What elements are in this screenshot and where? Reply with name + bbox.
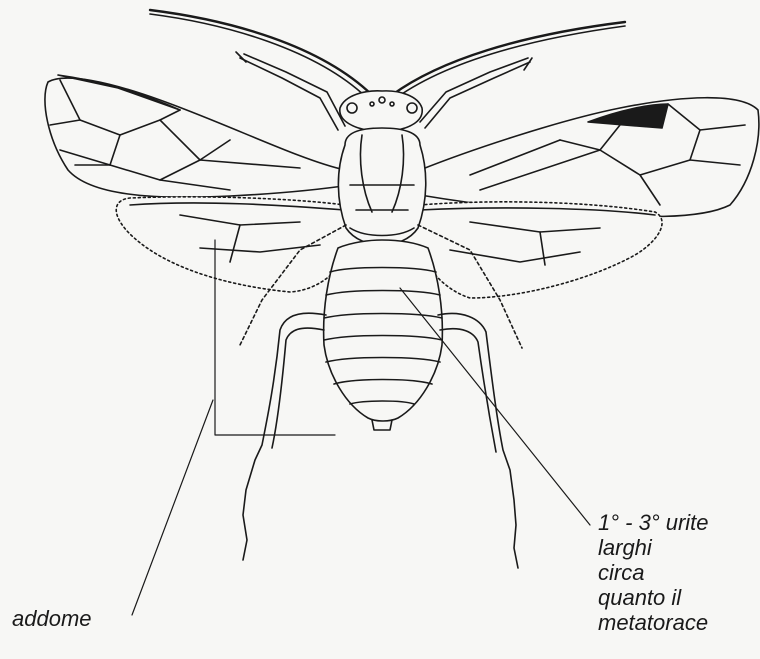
foreleg-left (240, 58, 338, 130)
hindwing-left (116, 197, 350, 292)
antenna-right-inner (396, 26, 625, 98)
forewing-left (45, 78, 350, 197)
addome-label: addome (12, 606, 92, 631)
hindwing-right (420, 202, 662, 298)
urite-line: larghi (598, 535, 709, 560)
thorax (338, 128, 425, 245)
urite-line: quanto il (598, 585, 709, 610)
urite-line: 1° - 3° urite (598, 510, 709, 535)
antenna-left-inner (150, 14, 366, 97)
urite-line: metatorace (598, 610, 709, 635)
urite-annotation: 1° - 3° urite larghi circa quanto il met… (598, 510, 709, 635)
forewing-right (420, 98, 759, 217)
urite-leader (400, 288, 590, 525)
addome-leader (132, 400, 213, 615)
foreleg-right (425, 62, 530, 128)
urite-line: circa (598, 560, 709, 585)
hindleg-right (438, 314, 518, 568)
antenna-right (392, 22, 625, 95)
antenna-left (150, 10, 372, 95)
